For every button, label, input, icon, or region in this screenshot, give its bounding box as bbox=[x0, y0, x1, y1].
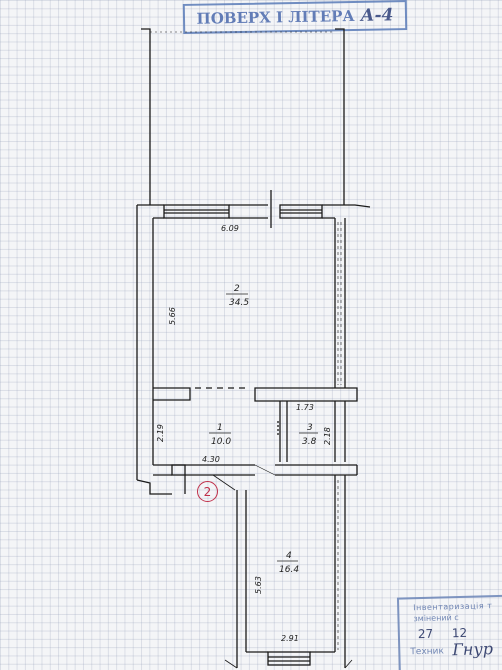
right-wall-room3 bbox=[334, 401, 346, 462]
dim-room3-width: 1.73 bbox=[296, 403, 314, 412]
dim-room4-height: 5.63 bbox=[254, 576, 263, 594]
window-left bbox=[163, 204, 230, 219]
dim-room2-height: 5.66 bbox=[168, 307, 177, 325]
window-bottom bbox=[267, 651, 311, 666]
room2-area: 34.5 bbox=[229, 298, 249, 308]
entrance-step bbox=[136, 479, 172, 495]
partition-right bbox=[254, 387, 358, 402]
inventory-stamp: Інвентаризація т змінений с 27 12 Техник… bbox=[396, 594, 502, 670]
room1-area: 10.0 bbox=[211, 437, 231, 447]
dim-top-width: 6.09 bbox=[221, 224, 239, 233]
room3-number: 3 bbox=[307, 423, 313, 433]
door-frame-entrance bbox=[171, 464, 186, 476]
room4-right-wall bbox=[334, 475, 346, 668]
dim-room3-height: 2.18 bbox=[323, 427, 332, 445]
opening-diag bbox=[254, 464, 276, 476]
room3-area: 3.8 bbox=[302, 437, 317, 447]
balcony-right-wall bbox=[335, 28, 345, 205]
entrance-swing bbox=[212, 474, 236, 491]
stamp-line1: Інвентаризація т bbox=[413, 601, 493, 613]
stamp-signature: Гнур bbox=[452, 639, 494, 660]
bottom-corners bbox=[224, 659, 353, 669]
stamp-month: 12 bbox=[451, 625, 468, 641]
stamp-line2: змінений с bbox=[413, 613, 459, 624]
room2-number: 2 bbox=[234, 284, 240, 294]
wall-room1-room3 bbox=[279, 401, 288, 462]
top-wall-outer bbox=[137, 204, 371, 208]
dim-room4-width: 2.91 bbox=[281, 634, 299, 643]
room4-area: 16.4 bbox=[279, 565, 299, 575]
window-right bbox=[279, 204, 323, 219]
entrance-marker: 2 bbox=[197, 481, 218, 502]
partition-left-stub bbox=[153, 387, 191, 401]
stamp-day: 27 bbox=[417, 626, 434, 642]
balcony-left-wall bbox=[141, 28, 151, 205]
dim-room1-width: 4.30 bbox=[202, 455, 220, 464]
room4-number: 4 bbox=[286, 551, 292, 561]
dim-room1-height: 2.19 bbox=[156, 424, 165, 442]
stamp-line3: Техник bbox=[410, 646, 445, 658]
room1-number: 1 bbox=[217, 423, 223, 433]
